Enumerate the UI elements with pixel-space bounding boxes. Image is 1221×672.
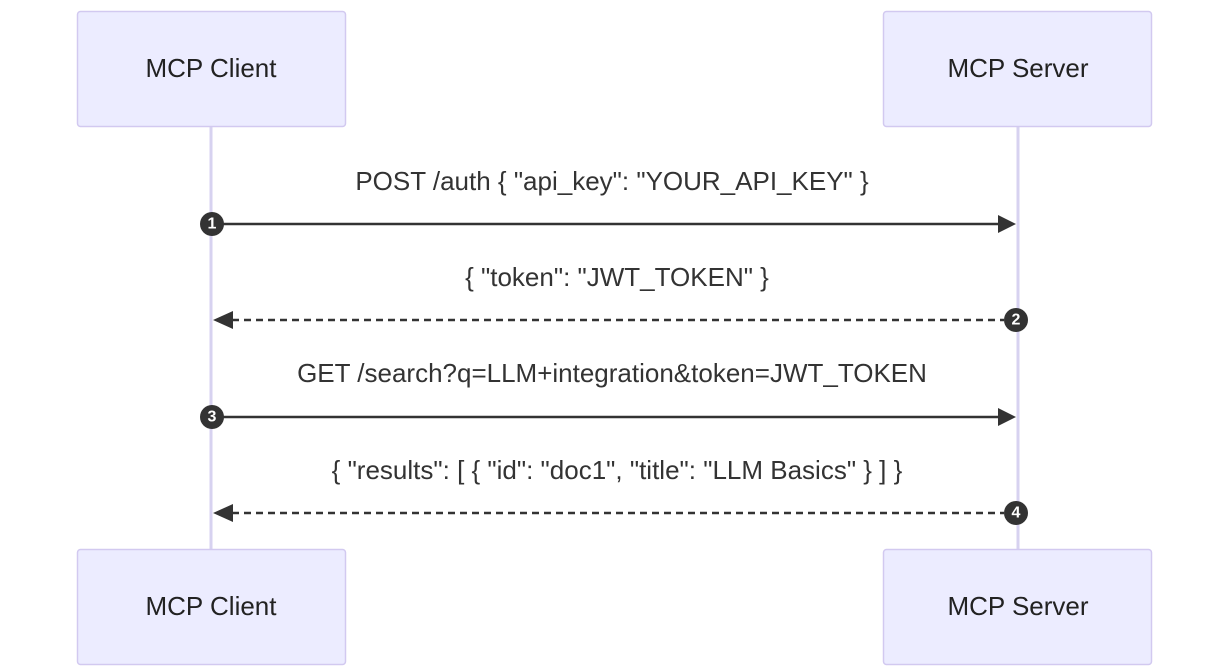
message-3-number-badge [200, 405, 224, 429]
message-4-arrowhead [213, 504, 233, 522]
message-4-label: { "results": [ { "id": "doc1", "title": … [332, 455, 903, 485]
client-actor-top: MCP Client [76, 10, 347, 128]
server-actor-top-label: MCP Server [947, 53, 1088, 83]
server-actor-bottom: MCP Server [882, 548, 1153, 666]
message-2: { "token": "JWT_TOKEN" } 2 [213, 262, 1028, 332]
message-2-number: 2 [1012, 312, 1021, 329]
server-actor-bottom-label: MCP Server [947, 591, 1088, 621]
message-3: GET /search?q=LLM+integration&token=JWT_… [200, 358, 1016, 429]
message-1-number: 1 [208, 216, 217, 233]
message-4-number: 4 [1012, 505, 1021, 522]
message-2-number-badge [1004, 308, 1028, 332]
message-1-arrowhead [998, 215, 1016, 233]
message-4: { "results": [ { "id": "doc1", "title": … [213, 455, 1028, 525]
message-3-arrowhead [998, 408, 1016, 426]
client-actor-top-label: MCP Client [145, 53, 277, 83]
message-3-number: 3 [208, 409, 217, 426]
server-actor-top: MCP Server [882, 10, 1153, 128]
message-1-label: POST /auth { "api_key": "YOUR_API_KEY" } [355, 166, 869, 196]
message-2-label: { "token": "JWT_TOKEN" } [465, 262, 769, 292]
message-1-number-badge [200, 212, 224, 236]
message-2-arrowhead [213, 311, 233, 329]
message-3-label: GET /search?q=LLM+integration&token=JWT_… [297, 358, 927, 388]
message-4-number-badge [1004, 501, 1028, 525]
client-actor-bottom: MCP Client [76, 548, 347, 666]
client-actor-bottom-label: MCP Client [145, 591, 277, 621]
message-1: POST /auth { "api_key": "YOUR_API_KEY" }… [200, 166, 1016, 236]
